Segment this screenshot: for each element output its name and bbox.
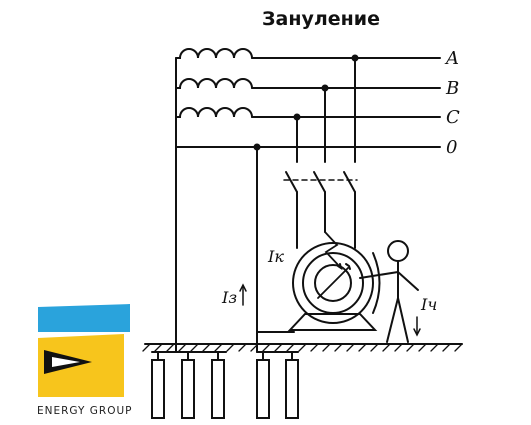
- transformer-windings: [175, 48, 253, 353]
- person: [359, 240, 419, 343]
- motor: [287, 231, 381, 331]
- winding-c: [175, 107, 253, 118]
- ground-electrode-repeat: [256, 351, 299, 419]
- winding-a: [175, 48, 253, 59]
- label-phase-c: C: [446, 107, 460, 128]
- winding-b: [175, 78, 253, 89]
- energy-group-logo: [38, 304, 130, 397]
- brand-name: ENERGY GROUP: [37, 405, 133, 417]
- diagram-title: Зануление: [262, 8, 380, 30]
- logo-blue-band: [38, 304, 130, 332]
- label-phase-a: A: [444, 48, 459, 69]
- label-fault-current: Iк: [267, 247, 284, 266]
- label-ground-current: Iз: [221, 288, 237, 307]
- three-pole-switch: [283, 171, 358, 193]
- label-neutral: 0: [446, 137, 457, 158]
- ground-electrode-source: [151, 351, 227, 419]
- label-human-current: Iч: [420, 295, 437, 314]
- label-phase-b: B: [445, 78, 459, 99]
- logo-yellow-block: [38, 334, 124, 397]
